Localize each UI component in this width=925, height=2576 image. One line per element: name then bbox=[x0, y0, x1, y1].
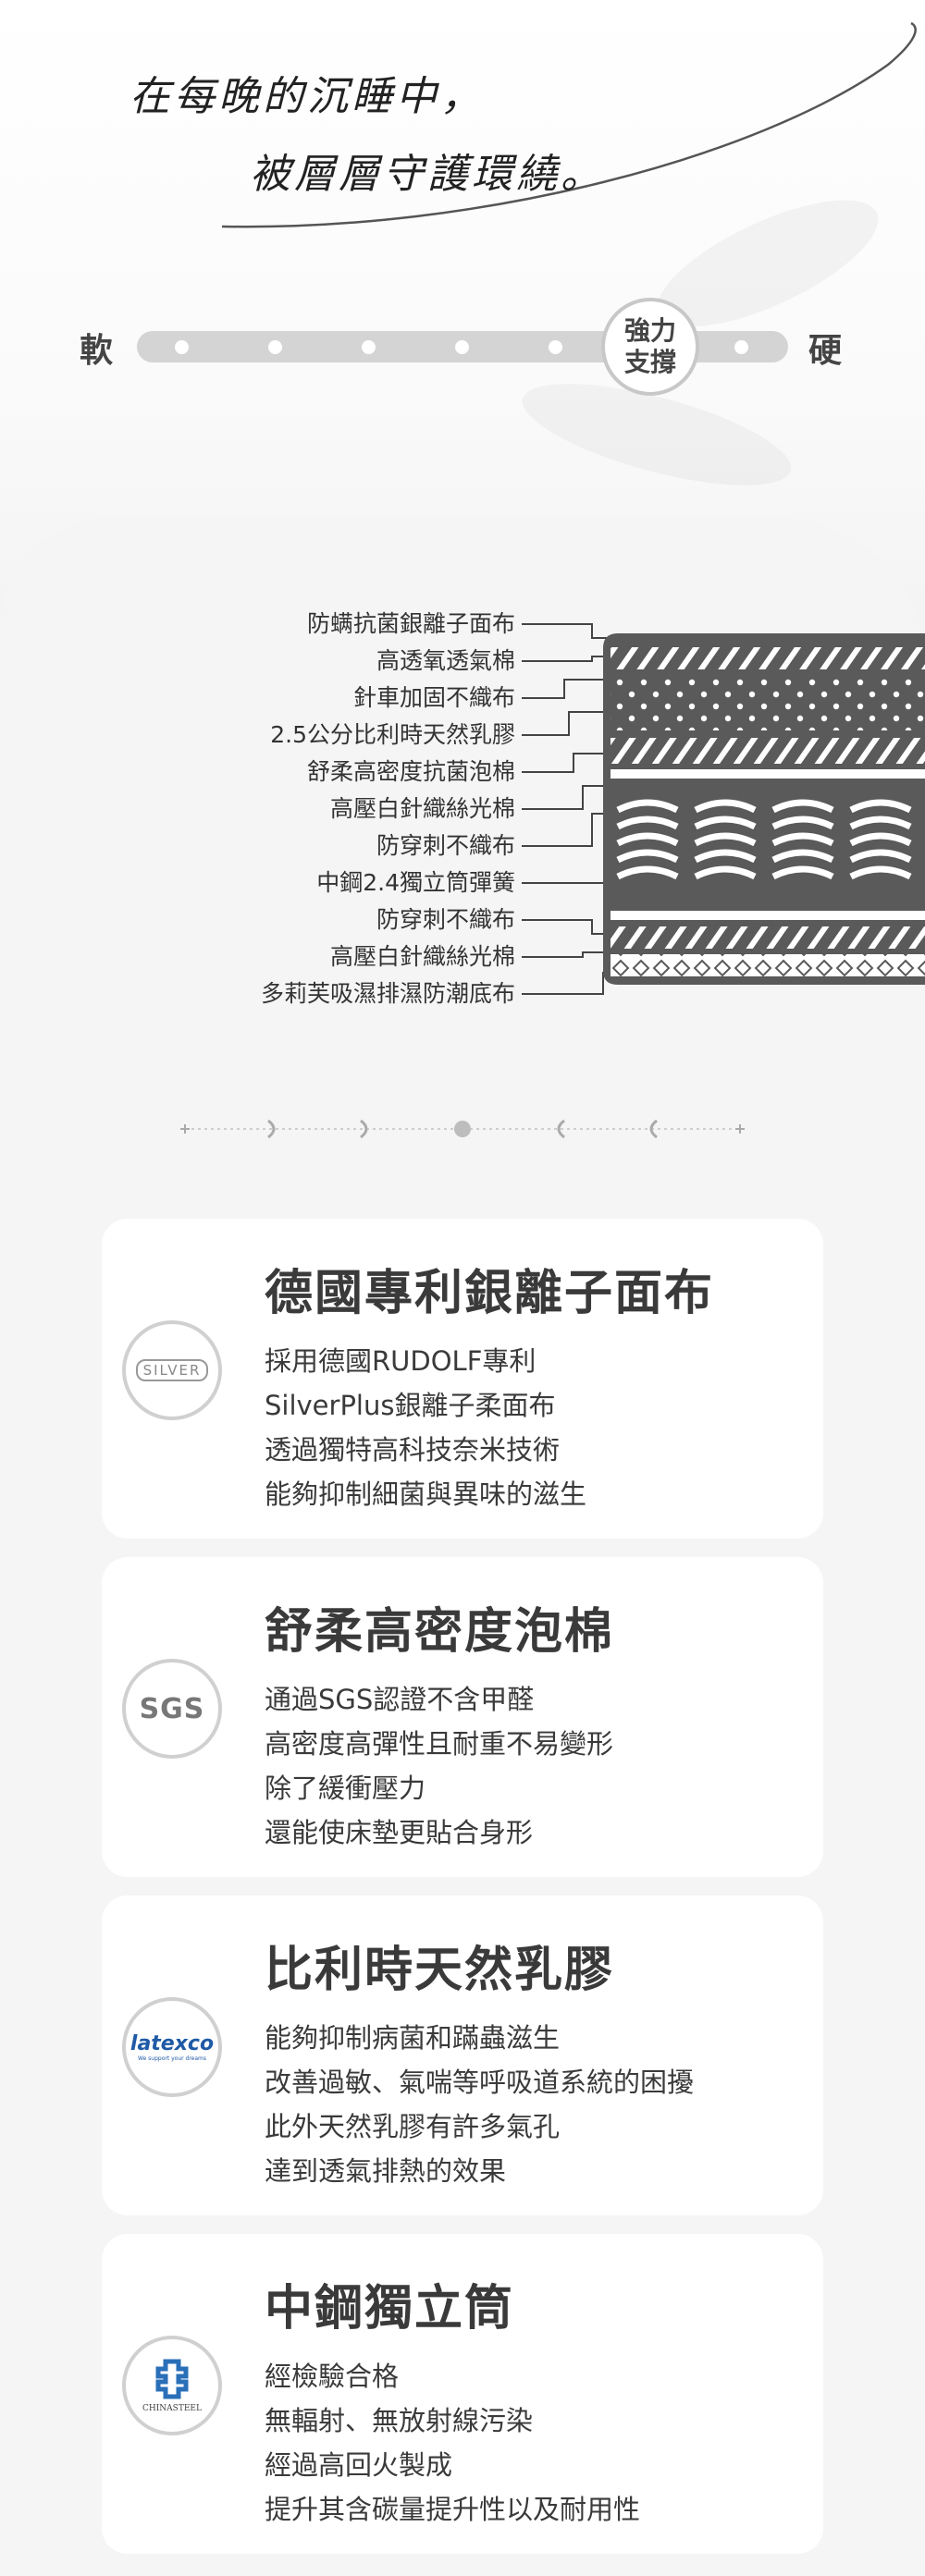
soft-label: 軟 bbox=[80, 332, 114, 370]
feature-card-foam: SGS 舒柔高密度泡棉 通過SGS認證不含甲醛 高密度高彈性且耐重不易變形 除了… bbox=[102, 1557, 823, 1877]
feature-line: SilverPlus銀離子柔面布 bbox=[265, 1390, 556, 1421]
mattress-cross-section-diagram bbox=[522, 623, 925, 995]
layer-label: 多莉芙吸濕排濕防潮底布 bbox=[260, 980, 515, 1007]
hard-label: 硬 bbox=[808, 332, 843, 370]
layer-label: 舒柔高密度抗菌泡棉 bbox=[306, 758, 515, 785]
feature-card-silver-ion: SILVER 德國專利銀離子面布 採用德國RUDOLF專利 SilverPlus… bbox=[102, 1219, 823, 1539]
layer-label: 高壓白針織絲光棉 bbox=[329, 943, 515, 970]
layer-label: 防穿刺不織布 bbox=[376, 906, 515, 933]
feature-line: 還能使床墊更貼合身形 bbox=[265, 1817, 534, 1848]
sgs-logo: SGS bbox=[122, 1659, 222, 1759]
feature-description: 通過SGS認證不含甲醛 高密度高彈性且耐重不易變形 除了緩衝壓力 還能使床墊更貼… bbox=[265, 1677, 613, 1855]
feature-title: 比利時天然乳膠 bbox=[265, 1943, 615, 1998]
scale-dot bbox=[362, 340, 376, 354]
silver-logo-text: SILVER bbox=[135, 1359, 209, 1381]
layer-label: 中鋼2.4獨立筒彈簧 bbox=[316, 869, 515, 896]
feature-description: 採用德國RUDOLF專利 SilverPlus銀離子柔面布 透過獨特高科技奈米技… bbox=[265, 1339, 586, 1516]
scale-dot bbox=[455, 340, 469, 354]
chinasteel-logo-text: CHINASTEEL bbox=[142, 2404, 202, 2413]
layer-label: 2.5公分比利時天然乳膠 bbox=[270, 721, 515, 748]
scale-dot bbox=[549, 340, 562, 354]
feature-description: 能夠抑制病菌和蹣蟲滋生 改善過敏、氣喘等呼吸道系統的困擾 此外天然乳膠有許多氣孔… bbox=[265, 2016, 694, 2193]
scale-dot bbox=[175, 340, 189, 354]
slogan-line-1: 在每晚的沉睡中， bbox=[130, 73, 485, 120]
feature-line: 能夠抑制病菌和蹣蟲滋生 bbox=[265, 2022, 561, 2054]
feature-title: 舒柔高密度泡棉 bbox=[265, 1604, 615, 1660]
sgs-logo-text: SGS bbox=[139, 1692, 205, 1725]
slogan-line-2: 被層層守護環繞。 bbox=[250, 151, 605, 198]
latexco-logo: latexco We support your dreams bbox=[122, 1997, 222, 2097]
feature-line: 改善過敏、氣喘等呼吸道系統的困擾 bbox=[265, 2067, 695, 2098]
feature-line: 採用德國RUDOLF專利 bbox=[265, 1345, 536, 1377]
feature-line: 能夠抑制細菌與異味的滋生 bbox=[265, 1478, 587, 1510]
feature-card-latex: latexco We support your dreams 比利時天然乳膠 能… bbox=[102, 1895, 823, 2215]
firmness-indicator-knob: 強力 支撐 bbox=[601, 298, 699, 396]
latexco-logo-text: latexco bbox=[130, 2032, 215, 2055]
latexco-logo-tagline: We support your dreams bbox=[137, 2055, 206, 2062]
slogan-swoosh-decoration bbox=[221, 21, 917, 228]
scale-dot bbox=[268, 340, 282, 354]
feature-title: 德國專利銀離子面布 bbox=[265, 1266, 715, 1321]
layer-label: 防穿刺不織布 bbox=[376, 832, 515, 859]
feature-line: 高密度高彈性且耐重不易變形 bbox=[265, 1728, 614, 1760]
feature-line: 除了緩衝壓力 bbox=[265, 1773, 426, 1804]
feature-line: 通過SGS認證不含甲醛 bbox=[265, 1684, 535, 1715]
silverplus-logo: SILVER bbox=[122, 1320, 222, 1420]
feature-line: 提升其含碳量提升性以及耐用性 bbox=[265, 2494, 641, 2525]
feature-title: 中鋼獨立筒 bbox=[265, 2281, 515, 2337]
feature-line: 無輻射、無放射線污染 bbox=[265, 2405, 534, 2436]
layer-label: 針車加固不織布 bbox=[352, 684, 515, 711]
feature-line: 經過高回火製成 bbox=[265, 2449, 453, 2481]
knob-line-2: 支撐 bbox=[623, 347, 676, 377]
feature-line: 經檢驗合格 bbox=[265, 2361, 400, 2392]
feature-line: 此外天然乳膠有許多氣孔 bbox=[265, 2111, 561, 2142]
layer-label: 防螨抗菌銀離子面布 bbox=[306, 610, 515, 637]
knob-line-1: 強力 bbox=[623, 315, 676, 346]
feature-line: 達到透氣排熱的效果 bbox=[265, 2155, 507, 2187]
feature-line: 透過獨特高科技奈米技術 bbox=[265, 1434, 561, 1466]
feature-card-springs: CHINASTEEL 中鋼獨立筒 經檢驗合格 無輻射、無放射線污染 經過高回火製… bbox=[102, 2234, 823, 2554]
feature-description: 經檢驗合格 無輻射、無放射線污染 經過高回火製成 提升其含碳量提升性以及耐用性 bbox=[265, 2354, 640, 2532]
layer-label: 高壓白針織絲光棉 bbox=[329, 795, 515, 822]
layer-label: 高透氧透氣棉 bbox=[376, 647, 515, 674]
scale-dot bbox=[734, 340, 748, 354]
chinasteel-logo: CHINASTEEL bbox=[122, 2336, 222, 2435]
chinasteel-emblem-icon bbox=[155, 2359, 189, 2399]
section-divider-decoration bbox=[180, 1119, 745, 1139]
